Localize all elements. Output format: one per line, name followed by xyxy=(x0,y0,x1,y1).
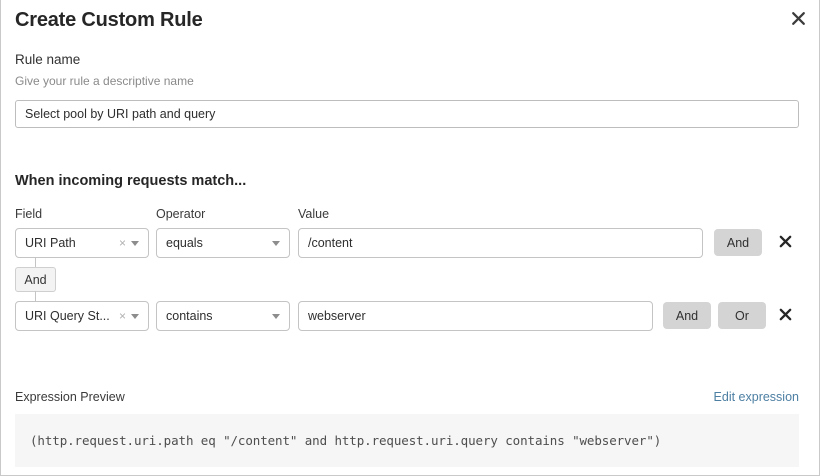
operator-select-1[interactable]: equals xyxy=(156,228,290,258)
column-header-field: Field xyxy=(15,207,43,221)
rule-name-help-text: Give your rule a descriptive name xyxy=(15,74,194,88)
dialog-title: Create Custom Rule xyxy=(15,9,203,31)
and-button-2[interactable]: And xyxy=(663,302,711,329)
field-select-1[interactable]: URI Path × xyxy=(15,228,149,258)
value-input-2[interactable] xyxy=(298,301,653,331)
clear-icon[interactable]: × xyxy=(118,235,126,250)
operator-select-2[interactable]: contains xyxy=(156,301,290,331)
group-connector-and-badge[interactable]: And xyxy=(15,267,56,292)
operator-select-2-label: contains xyxy=(166,309,213,323)
chevron-down-icon[interactable] xyxy=(272,240,280,246)
rule-name-input[interactable] xyxy=(15,100,799,128)
column-header-value: Value xyxy=(298,207,330,221)
chevron-down-icon[interactable] xyxy=(131,240,139,246)
or-button-2[interactable]: Or xyxy=(718,302,766,329)
connector-line-top xyxy=(35,258,36,268)
match-section-heading: When incoming requests match... xyxy=(15,173,247,189)
clear-icon[interactable]: × xyxy=(118,308,126,323)
close-icon[interactable] xyxy=(786,6,810,30)
chevron-down-icon[interactable] xyxy=(272,313,280,319)
rule-name-label: Rule name xyxy=(15,52,81,67)
and-button-1[interactable]: And xyxy=(714,229,762,256)
column-header-operator: Operator xyxy=(156,207,206,221)
connector-line-bottom xyxy=(35,291,36,301)
field-select-2[interactable]: URI Query St... × xyxy=(15,301,149,331)
field-select-2-label: URI Query St... xyxy=(25,309,110,323)
remove-row-icon-1[interactable] xyxy=(776,232,794,250)
expression-preview-box: (http.request.uri.path eq "/content" and… xyxy=(15,414,799,467)
expression-preview-code: (http.request.uri.path eq "/content" and… xyxy=(30,433,662,448)
edit-expression-link[interactable]: Edit expression xyxy=(713,390,799,404)
remove-row-icon-2[interactable] xyxy=(776,305,794,323)
expression-preview-label: Expression Preview xyxy=(15,390,125,404)
chevron-down-icon[interactable] xyxy=(131,313,139,319)
operator-select-1-label: equals xyxy=(166,236,203,250)
value-input-1[interactable] xyxy=(298,228,703,258)
field-select-1-label: URI Path xyxy=(25,236,76,250)
